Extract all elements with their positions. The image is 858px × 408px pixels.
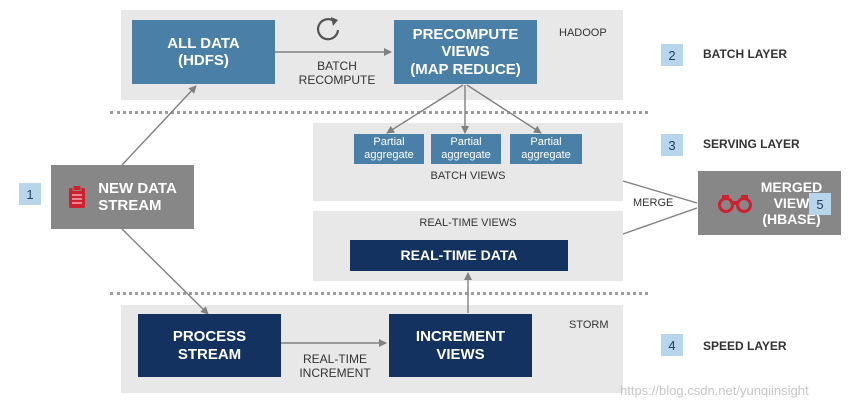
realtime-increment-line2: INCREMENT bbox=[299, 366, 371, 381]
storm-label: STORM bbox=[569, 319, 609, 331]
process-stream-box: PROCESS STREAM bbox=[138, 314, 281, 377]
precompute-line2: VIEWS bbox=[441, 43, 490, 61]
partial-aggregate-2-label: Partial aggregate bbox=[441, 136, 491, 161]
process-stream-line2: STREAM bbox=[177, 345, 242, 363]
arrow-precompute-to-partial-1 bbox=[386, 84, 464, 134]
new-data-line1: NEW DATA bbox=[98, 179, 177, 197]
speed-layer-badge: 4 bbox=[661, 334, 683, 356]
refresh-icon bbox=[316, 17, 340, 41]
merge-line-batch bbox=[622, 180, 698, 204]
arrow-new-data-to-all-data bbox=[121, 85, 197, 166]
all-data-line1: ALL DATA bbox=[167, 34, 240, 52]
separator-top bbox=[110, 111, 648, 114]
batch-layer-label: BATCH LAYER bbox=[703, 47, 788, 61]
merged-view-text: MERGED VIEW (HBASE) bbox=[761, 179, 822, 227]
merged-view-box: MERGED VIEW (HBASE) bbox=[698, 171, 841, 235]
process-stream-line1: PROCESS bbox=[172, 328, 247, 346]
increment-views-line2: VIEWS bbox=[436, 345, 485, 363]
partial-aggregate-2: Partial aggregate bbox=[431, 134, 501, 164]
hadoop-label: HADOOP bbox=[559, 27, 607, 39]
watermark-url: https://blog.csdn.net/yunqiinsight bbox=[620, 383, 809, 398]
realtime-data-box: REAL-TIME DATA bbox=[350, 240, 568, 271]
batch-layer-badge: 2 bbox=[661, 44, 683, 66]
partial-aggregate-3: Partial aggregate bbox=[510, 134, 582, 164]
partial-aggregate-1: Partial aggregate bbox=[354, 134, 424, 164]
separator-bottom bbox=[110, 292, 648, 295]
batch-recompute-label: BATCH RECOMPUTE bbox=[290, 59, 384, 88]
merged-line3: (HBASE) bbox=[762, 211, 821, 228]
binoculars-icon bbox=[717, 195, 752, 213]
all-data-box: ALL DATA (HDFS) bbox=[132, 20, 275, 84]
increment-views-line1: INCREMENT bbox=[415, 328, 506, 346]
batch-recompute-line1: BATCH bbox=[317, 59, 357, 73]
batch-views-label: BATCH VIEWS bbox=[430, 170, 506, 182]
merged-line1: MERGED bbox=[760, 178, 823, 195]
new-data-badge: 1 bbox=[19, 183, 41, 205]
merge-label: MERGE bbox=[633, 197, 674, 209]
precompute-line3: (MAP REDUCE) bbox=[410, 60, 521, 78]
new-data-stream-box: NEW DATA STREAM bbox=[51, 165, 194, 229]
increment-views-box: INCREMENT VIEWS bbox=[389, 314, 532, 377]
merged-line2: VIEW bbox=[773, 194, 810, 211]
precompute-views-box: PRECOMPUTE VIEWS (MAP REDUCE) bbox=[394, 20, 537, 84]
realtime-increment-label: REAL-TIME INCREMENT bbox=[288, 352, 382, 381]
merged-view-badge: 5 bbox=[809, 193, 831, 215]
arrow-new-data-to-process-stream bbox=[121, 228, 209, 315]
new-data-line2: STREAM bbox=[98, 197, 162, 214]
speed-layer-label: SPEED LAYER bbox=[703, 339, 787, 353]
serving-layer-badge: 3 bbox=[661, 134, 683, 156]
realtime-data-label: REAL-TIME DATA bbox=[400, 247, 518, 264]
partial-aggregate-1-label: Partial aggregate bbox=[364, 136, 414, 161]
arrow-precompute-to-partial-3 bbox=[466, 84, 542, 134]
batch-recompute-line2: RECOMPUTE bbox=[298, 73, 376, 88]
partial-aggregate-3-label: Partial aggregate bbox=[521, 136, 571, 161]
merge-line-realtime bbox=[622, 207, 698, 235]
precompute-line1: PRECOMPUTE bbox=[412, 26, 519, 44]
new-data-text: NEW DATA STREAM bbox=[98, 180, 177, 215]
serving-layer-label: SERVING LAYER bbox=[703, 137, 800, 151]
realtime-views-label: REAL-TIME VIEWS bbox=[419, 217, 517, 229]
all-data-line2: (HDFS) bbox=[178, 52, 229, 69]
realtime-increment-line1: REAL-TIME bbox=[302, 352, 367, 366]
clipboard-icon bbox=[69, 185, 86, 208]
